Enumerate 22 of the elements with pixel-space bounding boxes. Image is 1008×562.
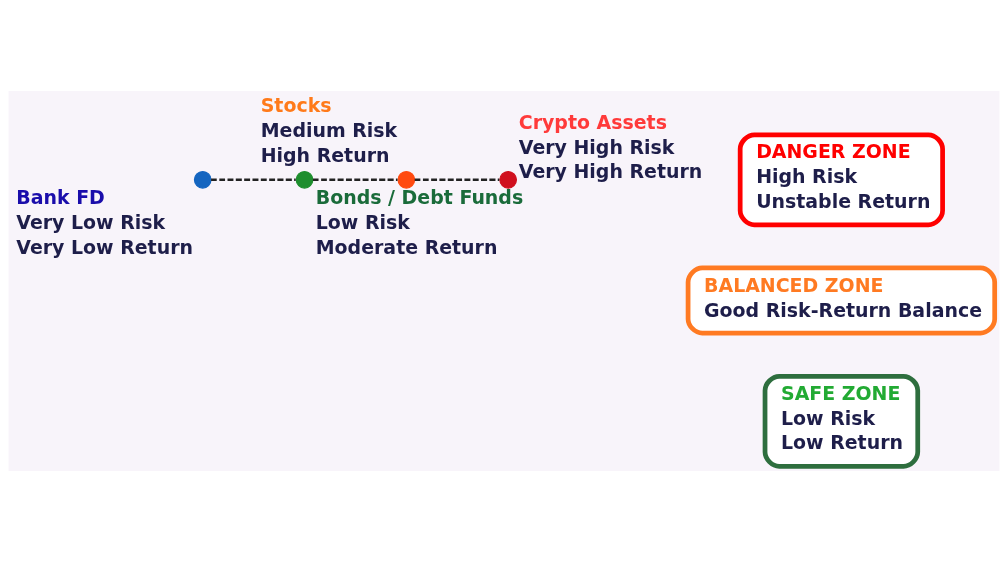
node-label: Very Low Risk [16, 211, 166, 234]
node-circle [397, 170, 416, 189]
connector [211, 178, 296, 181]
node-label: Very High Risk [518, 135, 675, 158]
connector [414, 178, 500, 181]
node-label: High Return [260, 143, 390, 166]
node-label: Very Low Return [16, 236, 193, 259]
node-label: Very High Return [518, 160, 703, 183]
node-label: Low Risk [315, 211, 410, 234]
node-circle [499, 170, 517, 189]
node-box: BALANCED ZONE Good Risk-Return Balance [685, 265, 998, 336]
node-label: Stocks [260, 94, 332, 117]
node-label: Crypto Assets [518, 110, 667, 133]
node-label: Bank FD [16, 186, 105, 209]
connector [312, 178, 398, 181]
node-circle [295, 170, 314, 189]
node-label: Moderate Return [315, 236, 498, 259]
node-label: Bonds / Debt Funds [315, 186, 524, 209]
node-circle [193, 170, 212, 189]
node-label: Medium Risk [260, 118, 398, 141]
node-box: DANGER ZONE High Risk Unstable Return [737, 132, 945, 228]
node-box: SAFE ZONE Low Risk Low Return [762, 373, 921, 469]
